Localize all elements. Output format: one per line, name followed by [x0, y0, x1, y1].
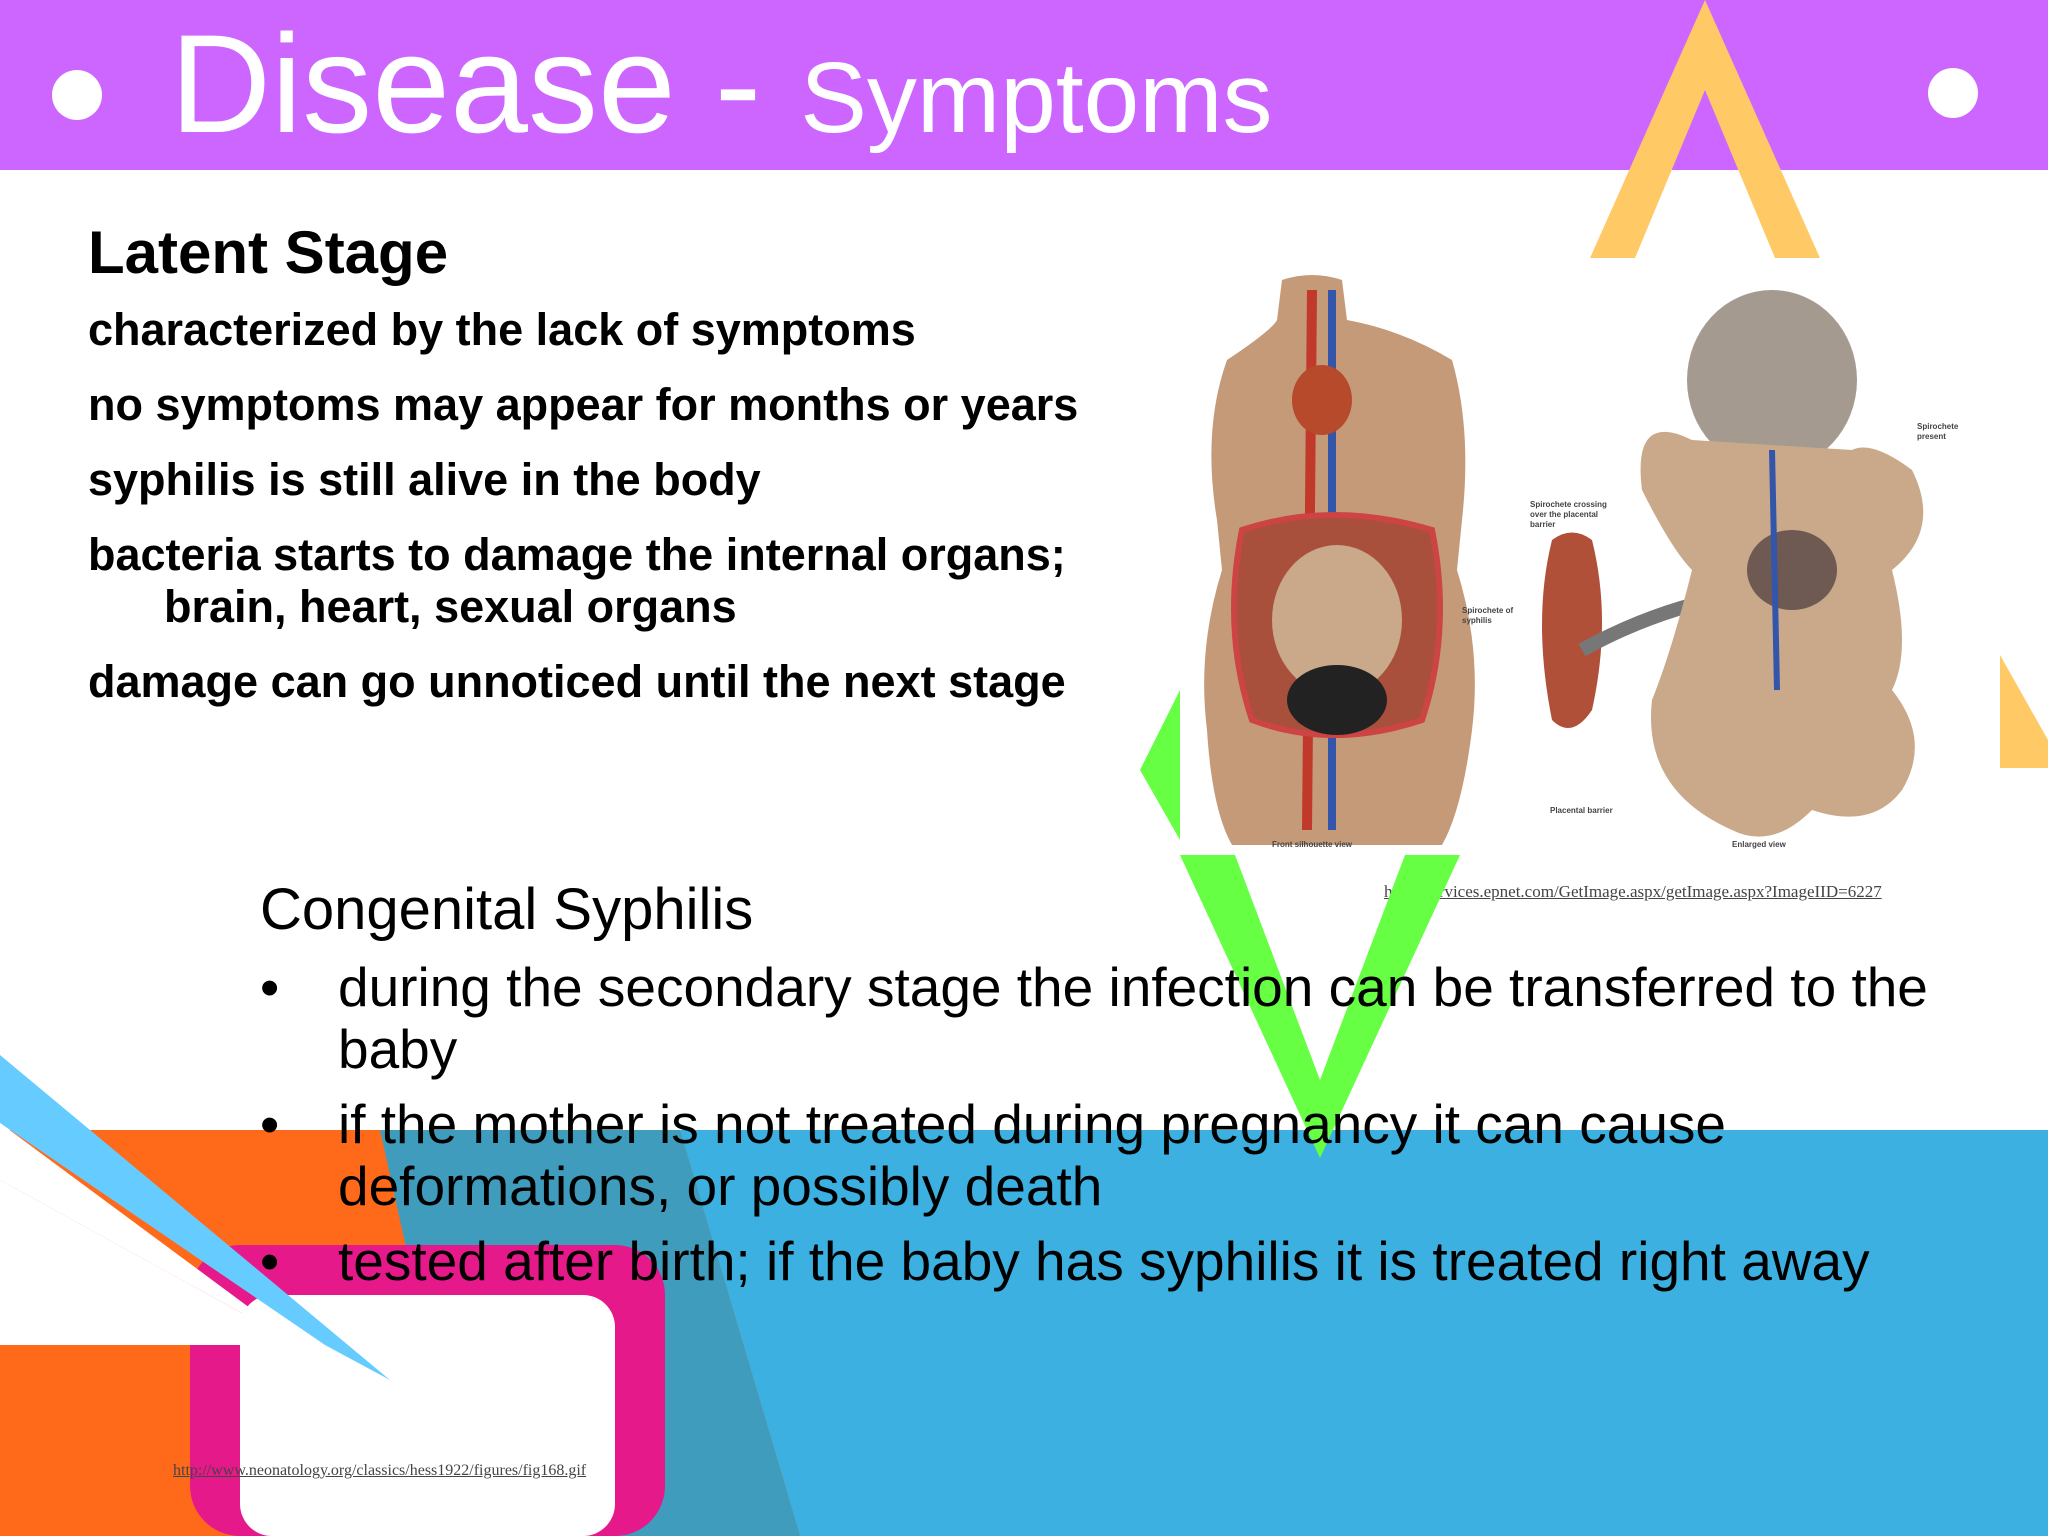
header-bullet-left	[52, 70, 102, 120]
label-placental-barrier: Placental barrier	[1550, 806, 1613, 815]
header-bullet-right	[1928, 68, 1978, 118]
latent-item-4: bacteria starts to damage the internal o…	[88, 529, 1066, 632]
congenital-item-3: tested after birth; if the baby has syph…	[260, 1230, 1940, 1292]
green-down-chevron	[1180, 855, 1460, 1158]
latent-item-1: characterized by the lack of symptoms	[88, 304, 916, 355]
baby-organ	[1747, 530, 1837, 610]
illustration-drawing	[1204, 275, 1924, 845]
light-blue-edge	[0, 1180, 300, 1345]
placenta	[1542, 532, 1602, 728]
congenital-item-1: during the secondary stage the infection…	[260, 956, 1940, 1080]
slide-title: Disease - Symptoms	[170, 14, 1273, 154]
baby-vessel	[1769, 449, 1780, 691]
yellow-right-wedge	[2000, 655, 2048, 768]
label-spirochete-crossing: Spirochete crossing over the placental b…	[1530, 500, 1607, 529]
label-spirochete-present: Spirochete present	[1917, 422, 1959, 441]
up-arrow-shape	[1590, 0, 1820, 258]
mother-heart	[1292, 365, 1352, 435]
latent-item-3: syphilis is still alive in the body	[88, 454, 761, 505]
latent-heading: Latent Stage	[88, 219, 449, 286]
light-blue-triangle	[0, 1055, 390, 1380]
baby-head	[1687, 290, 1857, 470]
latent-item-5: damage can go unnoticed until the next s…	[88, 656, 1066, 707]
syphilis-illustration: Spirochete of syphilis Spirochete crossi…	[1172, 270, 1998, 858]
title-sub-text: Symptoms	[800, 42, 1273, 154]
fetus	[1272, 545, 1402, 695]
illustration-source-link[interactable]: http://services.epnet.com/GetImage.aspx/…	[1384, 882, 1882, 901]
label-front-view: Front silhouette view	[1272, 840, 1353, 849]
yellow-up-chevron	[1590, 0, 1820, 258]
light-blue-triangle-inner	[0, 1123, 300, 1345]
congenital-item-2: if the mother is not treated during preg…	[260, 1093, 1940, 1217]
title-main-text: Disease -	[170, 5, 762, 162]
green-left-wedge	[1140, 690, 1180, 840]
baby-body	[1640, 431, 1924, 837]
latent-list: characterized by the lack of symptoms no…	[88, 304, 1198, 731]
congenital-heading: Congenital Syphilis	[260, 877, 754, 942]
frame-inner	[240, 1295, 615, 1536]
label-enlarged-view: Enlarged view	[1732, 840, 1786, 849]
congenital-list: during the secondary stage the infection…	[260, 956, 1940, 1305]
fetus-head	[1287, 665, 1387, 735]
footer-source-link[interactable]: http://www.neonatology.org/classics/hess…	[173, 1462, 587, 1479]
label-spirochete-syphilis: Spirochete of syphilis	[1462, 606, 1514, 625]
down-arrow-shape	[1140, 690, 1460, 1158]
latent-item-2: no symptoms may appear for months or yea…	[88, 379, 1079, 430]
